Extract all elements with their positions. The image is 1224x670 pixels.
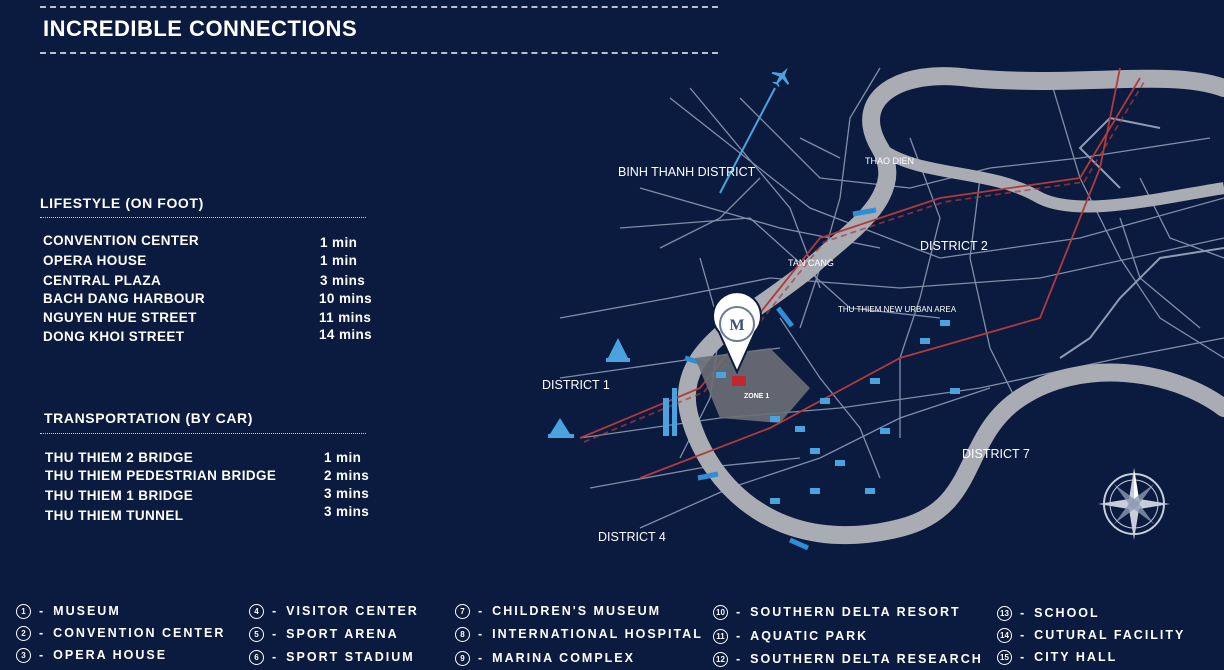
legend-label: SPORT ARENA bbox=[286, 627, 399, 641]
legend-number: 15 bbox=[997, 650, 1012, 666]
legend-label: INTERNATIONAL HOSPITAL bbox=[492, 627, 703, 641]
landmark-icons bbox=[548, 320, 960, 504]
district-map: M BINH THANH DISTRICT THAO DIEN DISTRICT… bbox=[520, 58, 1224, 568]
lifestyle-label: NGUYEN HUE STREET bbox=[43, 310, 197, 325]
title-top-rule bbox=[40, 6, 718, 8]
lifestyle-time: 3 mins bbox=[320, 273, 366, 288]
lifestyle-time: 1 min bbox=[320, 235, 358, 250]
transportation-label: THU THIEM 2 BRIDGE bbox=[45, 450, 194, 465]
map-label-thao-dien: THAO DIEN bbox=[865, 156, 914, 166]
map-label-district-7: DISTRICT 7 bbox=[962, 447, 1030, 461]
legend-label: SOUTHERN DELTA RESEARCH bbox=[750, 652, 983, 666]
transportation-time: 3 mins bbox=[324, 486, 370, 501]
airport-route bbox=[719, 87, 776, 194]
map-label-zone-1: ZONE 1 bbox=[744, 393, 769, 400]
legend-item: 1-MUSEUM bbox=[16, 604, 121, 620]
legend-item: 11-AQUATIC PARK bbox=[713, 629, 869, 645]
legend-number: 6 bbox=[249, 650, 264, 666]
svg-text:M: M bbox=[729, 317, 744, 334]
canal bbox=[1059, 247, 1224, 359]
project-site-marker bbox=[732, 376, 746, 386]
legend-label: MUSEUM bbox=[53, 604, 121, 618]
legend-number: 13 bbox=[997, 606, 1012, 622]
legend-label: AQUATIC PARK bbox=[750, 629, 869, 643]
location-pin-icon: M bbox=[712, 291, 762, 375]
transportation-label: THU THIEM PEDESTRIAN BRIDGE bbox=[45, 468, 277, 483]
legend-number: 12 bbox=[713, 652, 728, 668]
legend-label: CUTURAL FACILITY bbox=[1034, 628, 1186, 642]
legend-label: CITY HALL bbox=[1034, 650, 1118, 664]
lifestyle-label: BACH DANG HARBOUR bbox=[43, 291, 206, 306]
lifestyle-time: 11 mins bbox=[319, 310, 372, 325]
legend-number: 14 bbox=[997, 628, 1012, 644]
legend-number: 11 bbox=[713, 629, 728, 645]
legend-number: 5 bbox=[249, 627, 264, 643]
lifestyle-time: 10 mins bbox=[319, 291, 373, 306]
lifestyle-label: OPERA HOUSE bbox=[43, 253, 147, 268]
transportation-time: 2 mins bbox=[324, 468, 370, 483]
lifestyle-label: CENTRAL PLAZA bbox=[43, 273, 162, 288]
legend-number: 8 bbox=[455, 627, 470, 643]
map-label-binh-thanh: BINH THANH DISTRICT bbox=[618, 165, 756, 179]
transportation-rule bbox=[40, 433, 366, 434]
legend-item: 10-SOUTHERN DELTA RESORT bbox=[713, 605, 961, 621]
lifestyle-rule bbox=[40, 217, 366, 218]
title-bottom-rule bbox=[40, 52, 718, 54]
zone-1-area bbox=[695, 348, 810, 423]
transportation-heading: TRANSPORTATION (BY CAR) bbox=[44, 410, 254, 426]
map-label-district-4: DISTRICT 4 bbox=[598, 530, 666, 544]
lifestyle-heading: LIFESTYLE (ON FOOT) bbox=[40, 195, 204, 211]
legend-item: 2-CONVENTION CENTER bbox=[16, 626, 226, 642]
legend-number: 9 bbox=[455, 651, 470, 667]
metro-lines bbox=[579, 67, 1145, 479]
lifestyle-time: 14 mins bbox=[319, 327, 373, 342]
legend-number: 10 bbox=[713, 605, 728, 621]
legend-number: 2 bbox=[16, 626, 31, 642]
legend-number: 3 bbox=[16, 648, 31, 664]
transportation-label: THU THIEM 1 BRIDGE bbox=[45, 488, 194, 503]
airplane-icon bbox=[771, 67, 790, 88]
legend-item: 8-INTERNATIONAL HOSPITAL bbox=[455, 627, 703, 643]
legend-label: SCHOOL bbox=[1034, 606, 1100, 620]
legend-item: 14-CUTURAL FACILITY bbox=[997, 628, 1186, 644]
map-label-district-1: DISTRICT 1 bbox=[542, 378, 610, 392]
lifestyle-label: DONG KHOI STREET bbox=[43, 329, 185, 344]
legend-label: VISITOR CENTER bbox=[286, 604, 419, 618]
transportation-time: 1 min bbox=[324, 450, 362, 465]
legend-item: 7-CHILDREN'S MUSEUM bbox=[455, 604, 662, 620]
transportation-time: 3 mins bbox=[324, 504, 370, 519]
legend-number: 7 bbox=[455, 604, 470, 620]
legend-item: 15-CITY HALL bbox=[997, 650, 1118, 666]
legend-item: 13-SCHOOL bbox=[997, 606, 1100, 622]
legend-item: 9-MARINA COMPLEX bbox=[455, 651, 635, 667]
legend-item: 12-SOUTHERN DELTA RESEARCH bbox=[713, 652, 983, 668]
legend-number: 4 bbox=[249, 604, 264, 620]
transportation-label: THU THIEM TUNNEL bbox=[45, 508, 184, 523]
legend-label: MARINA COMPLEX bbox=[492, 651, 635, 665]
legend-item: 5-SPORT ARENA bbox=[249, 627, 399, 643]
legend-label: CHILDREN'S MUSEUM bbox=[492, 604, 662, 618]
map-label-thu-thiem: THU THIEM NEW URBAN AREA bbox=[838, 305, 957, 314]
legend-item: 4-VISITOR CENTER bbox=[249, 604, 419, 620]
lifestyle-label: CONVENTION CENTER bbox=[43, 233, 200, 248]
legend-number: 1 bbox=[16, 604, 31, 620]
legend-label: OPERA HOUSE bbox=[53, 648, 168, 662]
legend-label: SPORT STADIUM bbox=[286, 650, 415, 664]
map-label-tan-cang: TAN CANG bbox=[788, 258, 834, 268]
legend-item: 3-OPERA HOUSE bbox=[16, 648, 168, 664]
river-branch bbox=[876, 143, 1224, 213]
legend-label: SOUTHERN DELTA RESORT bbox=[750, 605, 961, 619]
legend-item: 6-SPORT STADIUM bbox=[249, 650, 415, 666]
map-label-district-2: DISTRICT 2 bbox=[920, 239, 988, 253]
page-title: INCREDIBLE CONNECTIONS bbox=[43, 16, 358, 41]
lifestyle-time: 1 min bbox=[320, 253, 358, 268]
legend-label: CONVENTION CENTER bbox=[53, 626, 226, 640]
compass-rose-icon bbox=[1098, 468, 1170, 540]
